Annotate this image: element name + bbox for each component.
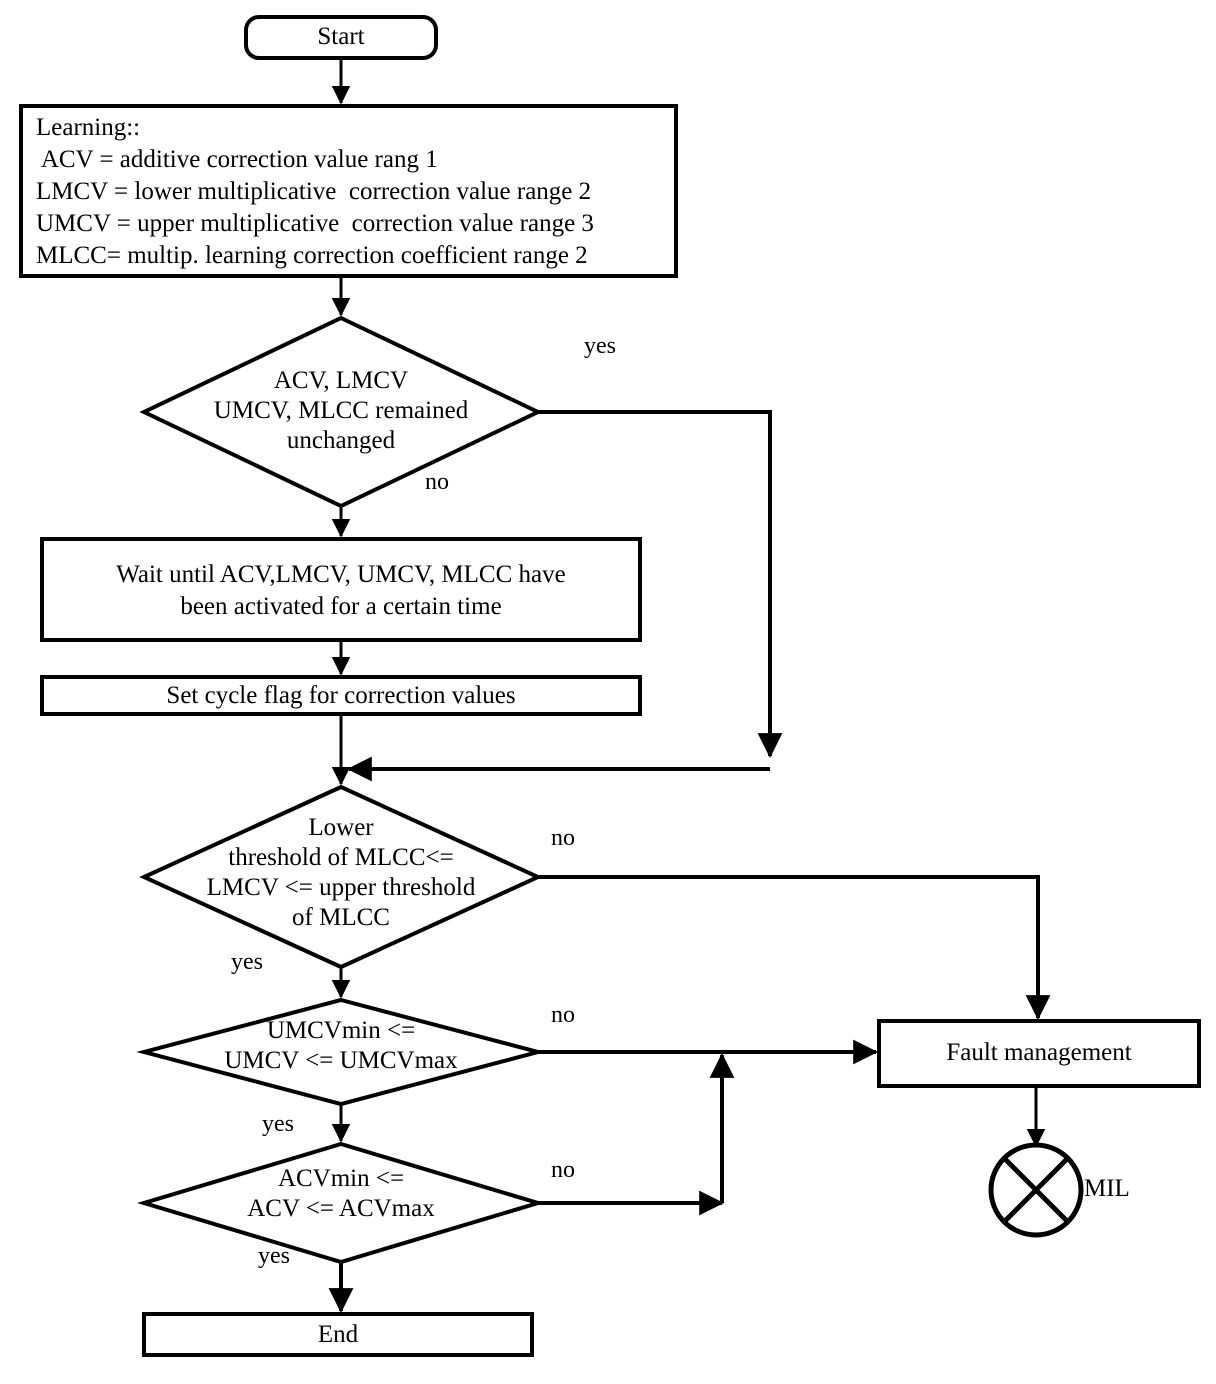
learning-node-shape[interactable] bbox=[19, 104, 678, 278]
edge-unchanged-yes-to-merge bbox=[538, 410, 783, 758]
wait-node-shape[interactable] bbox=[40, 537, 642, 642]
decision-acv-shape[interactable] bbox=[137, 1141, 545, 1265]
edge-mlcc-no-to-fault-management bbox=[538, 875, 1051, 1020]
decision-umcv-shape[interactable] bbox=[136, 997, 546, 1107]
set-cycle-flag-node-shape[interactable] bbox=[40, 675, 642, 716]
end-node-shape[interactable] bbox=[142, 1312, 534, 1357]
edge-label-mlcc-no: no bbox=[551, 825, 575, 851]
decision-mlcc-shape[interactable] bbox=[139, 784, 543, 970]
edge-label-unchanged-yes: yes bbox=[584, 333, 616, 359]
edge-label-umcv-yes: yes bbox=[262, 1111, 294, 1137]
edge-label-acv-yes: yes bbox=[258, 1243, 290, 1269]
edge-label-mlcc-yes: yes bbox=[231, 949, 263, 975]
edge-label-unchanged-no: no bbox=[425, 469, 449, 495]
edge-label-acv-no: no bbox=[551, 1157, 575, 1183]
decision-unchanged-shape[interactable] bbox=[139, 315, 543, 509]
edge-label-umcv-no: no bbox=[551, 1002, 575, 1028]
fault-management-node-shape[interactable] bbox=[877, 1019, 1201, 1088]
start-node-shape[interactable] bbox=[244, 15, 438, 60]
mil-cross-line-2 bbox=[1002, 1156, 1070, 1224]
